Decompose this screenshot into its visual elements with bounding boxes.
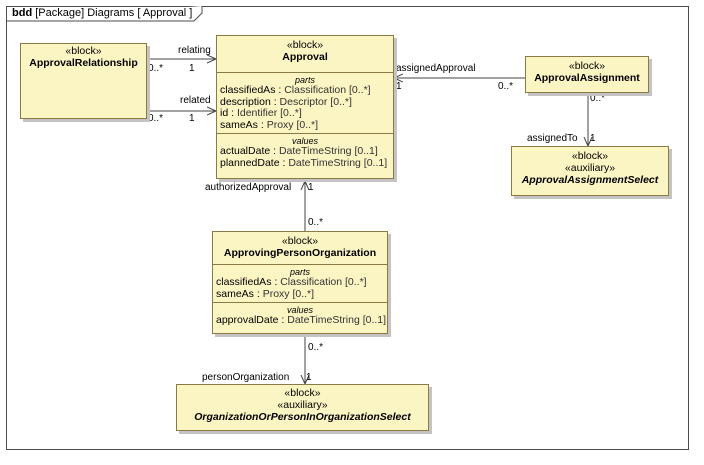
- diagram-frame: [6, 6, 689, 450]
- block-name: ApprovalRelationship: [29, 57, 138, 69]
- mult-assigned-to-target: 1: [590, 133, 596, 144]
- role-related: related: [180, 95, 211, 106]
- block-approval-relationship[interactable]: «block» ApprovalRelationship: [20, 43, 147, 119]
- part-property: sameAs : Proxy [0..*]: [220, 118, 319, 131]
- stereotype-block: «block»: [65, 45, 102, 57]
- block-name: OrganizationOrPersonInOrganizationSelect: [194, 411, 411, 423]
- part-property: sameAs : Proxy [0..*]: [216, 287, 315, 300]
- role-person-organization: personOrganization: [202, 372, 290, 383]
- role-assigned-approval: assignedApproval: [396, 63, 476, 74]
- block-approving-person-organization[interactable]: «block» ApprovingPersonOrganization part…: [212, 231, 388, 334]
- block-name: Approval: [282, 51, 328, 63]
- role-assigned-to: assignedTo: [527, 133, 578, 144]
- part-property: id : Identifier [0..*]: [220, 107, 302, 119]
- compartment-title: values: [286, 305, 313, 315]
- compartment-title: parts: [289, 267, 310, 277]
- parts-compartment: parts classifiedAs : Classification [0..…: [213, 264, 387, 302]
- frame-name: [Package] Diagrams [ Approval ]: [35, 7, 193, 19]
- stereotype-block: «block»: [286, 39, 324, 51]
- value-property: plannedDate : DateTimeString [0..1]: [220, 156, 388, 169]
- stereotype-block: «block»: [568, 60, 606, 72]
- mult-person-organization-source: 0..*: [308, 342, 324, 353]
- values-compartment: values approvalDate : DateTimeString [0.…: [213, 302, 387, 329]
- mult-person-organization-target: 1: [306, 372, 312, 383]
- mult-related-target: 1: [189, 113, 195, 124]
- compartment-title: values: [291, 136, 318, 146]
- mult-authorized-approval-target: 1: [308, 182, 314, 193]
- frame-title: bdd [Package] Diagrams [ Approval ]: [8, 6, 196, 21]
- block-approval[interactable]: «block» Approval parts classifiedAs : Cl…: [216, 35, 394, 179]
- stereotype-block: «block»: [284, 387, 321, 399]
- value-property: approvalDate : DateTimeString [0..1]: [216, 314, 387, 326]
- frame-kind: bdd: [12, 7, 33, 19]
- mult-relating-source: 0..*: [148, 63, 164, 74]
- block-name: ApprovalAssignment: [534, 72, 640, 84]
- frame-tab-outline: [6, 6, 203, 22]
- mult-assigned-to-source: 0..*: [590, 93, 606, 104]
- block-name: ApprovingPersonOrganization: [223, 247, 377, 259]
- value-property: actualDate : DateTimeString [0..1]: [220, 145, 378, 157]
- stereotype-auxiliary: «auxiliary»: [564, 162, 616, 174]
- compartment-title: parts: [294, 75, 315, 85]
- mult-relating-target: 1: [189, 63, 195, 74]
- values-compartment: values actualDate : DateTimeString [0..1…: [217, 133, 393, 171]
- mult-related-source: 0..*: [148, 113, 164, 124]
- block-approval-assignment[interactable]: «block» ApprovalAssignment: [525, 56, 649, 93]
- mult-assigned-approval-source: 0..*: [498, 81, 514, 92]
- parts-compartment: parts classifiedAs : Classification [0..…: [217, 72, 393, 133]
- stereotype-auxiliary: «auxiliary»: [277, 399, 328, 411]
- block-org-or-person-select[interactable]: «block» «auxiliary» OrganizationOrPerson…: [176, 384, 429, 431]
- part-property: description : Descriptor [0..*]: [220, 95, 352, 108]
- mult-assigned-approval-target: 1: [396, 81, 402, 92]
- stereotype-block: «block»: [281, 235, 319, 247]
- mult-authorized-approval-source: 0..*: [308, 217, 324, 228]
- stereotype-block: «block»: [571, 150, 609, 162]
- block-approval-assignment-select[interactable]: «block» «auxiliary» ApprovalAssignmentSe…: [511, 146, 669, 196]
- part-property: classifiedAs : Classification [0..*]: [220, 84, 371, 96]
- role-authorized-approval: authorizedApproval: [205, 182, 292, 193]
- role-relating: relating: [178, 45, 211, 56]
- block-name: ApprovalAssignmentSelect: [521, 174, 659, 186]
- part-property: classifiedAs : Classification [0..*]: [216, 276, 367, 288]
